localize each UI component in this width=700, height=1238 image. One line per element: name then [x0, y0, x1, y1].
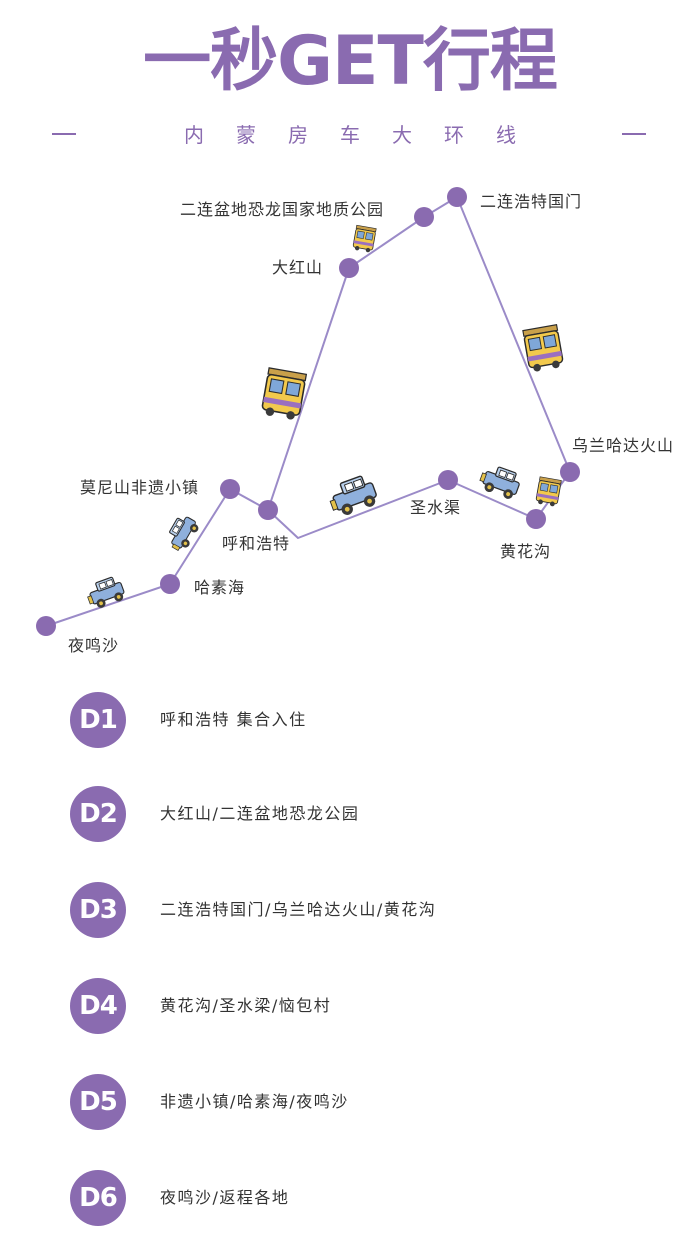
stop-dot-erlian-gate: [447, 187, 467, 207]
day-text: 大红山/二连盆地恐龙公园: [160, 804, 360, 823]
day-row-d3: D3 二连浩特国门/乌兰哈达火山/黄花沟: [0, 882, 700, 944]
vehicle-icons: [87, 224, 564, 608]
jeep-icon: [169, 516, 199, 551]
camper-van-icon: [535, 476, 562, 507]
subtitle-row: 内蒙房车大环线: [0, 118, 700, 152]
page-subtitle: 内蒙房车大环线: [184, 123, 548, 147]
day-badge: D1: [70, 692, 126, 748]
stop-label-huhehaote: 呼和浩特: [222, 534, 291, 553]
day-badge: D6: [70, 1170, 126, 1226]
stop-label-monishan: 莫尼山非遗小镇: [80, 478, 200, 497]
jeep-icon: [87, 576, 125, 608]
day-row-d4: D4 黄花沟/圣水梁/恼包村: [0, 978, 700, 1040]
day-text: 黄花沟/圣水梁/恼包村: [160, 996, 332, 1015]
camper-van-icon: [261, 367, 308, 420]
page-title: 一秒GET行程: [143, 22, 558, 101]
route-line-upper: [267, 196, 571, 511]
stop-label-erlian-park: 二连盆地恐龙国家地质公园: [180, 200, 385, 219]
day-row-d5: D5 非遗小镇/哈素海/夜鸣沙: [0, 1074, 700, 1136]
stop-label-hasuhai: 哈素海: [194, 578, 246, 597]
stop-dot-erlian-park: [414, 207, 434, 227]
route-map: [36, 187, 580, 636]
day-row-d6: D6 夜鸣沙/返程各地: [0, 1170, 700, 1232]
stop-label-shengshuiqu: 圣水渠: [410, 498, 462, 517]
day-badge: D5: [70, 1074, 126, 1130]
day-row-d2: D2 大红山/二连盆地恐龙公园: [0, 786, 700, 848]
stop-label-erlian-gate: 二连浩特国门: [480, 192, 583, 211]
stop-dot-shengshuiqu: [438, 470, 458, 490]
day-text: 非遗小镇/哈素海/夜鸣沙: [160, 1092, 349, 1111]
day-badge: D4: [70, 978, 126, 1034]
stop-dot-hasuhai: [160, 574, 180, 594]
route-line-lower: [45, 471, 571, 627]
day-text: 夜鸣沙/返程各地: [160, 1188, 290, 1207]
camper-van-icon: [522, 324, 564, 372]
camper-van-icon: [352, 224, 377, 253]
stop-label-yemingsha: 夜鸣沙: [68, 636, 120, 655]
stop-dots: [36, 187, 580, 636]
day-badge: D2: [70, 786, 126, 842]
stop-dot-monishan: [220, 479, 240, 499]
stop-dot-yemingsha: [36, 616, 56, 636]
stop-dot-huhehaote: [258, 500, 278, 520]
stop-dot-dahongshan: [339, 258, 359, 278]
day-text: 呼和浩特 集合入住: [160, 710, 307, 729]
day-badge: D3: [70, 882, 126, 938]
stop-label-wulanhada: 乌兰哈达火山: [572, 436, 675, 455]
subtitle-dash-right: [622, 133, 646, 135]
stop-label-dahongshan: 大红山: [272, 258, 324, 277]
jeep-icon: [329, 475, 377, 515]
stop-label-huanghuagou: 黄花沟: [500, 542, 552, 561]
day-text: 二连浩特国门/乌兰哈达火山/黄花沟: [160, 900, 437, 919]
stop-dot-huanghuagou: [526, 509, 546, 529]
stop-dot-wulanhada: [560, 462, 580, 482]
jeep-icon: [479, 466, 520, 499]
day-row-d1: D1 呼和浩特 集合入住: [0, 692, 700, 754]
subtitle-dash-left: [52, 133, 76, 135]
